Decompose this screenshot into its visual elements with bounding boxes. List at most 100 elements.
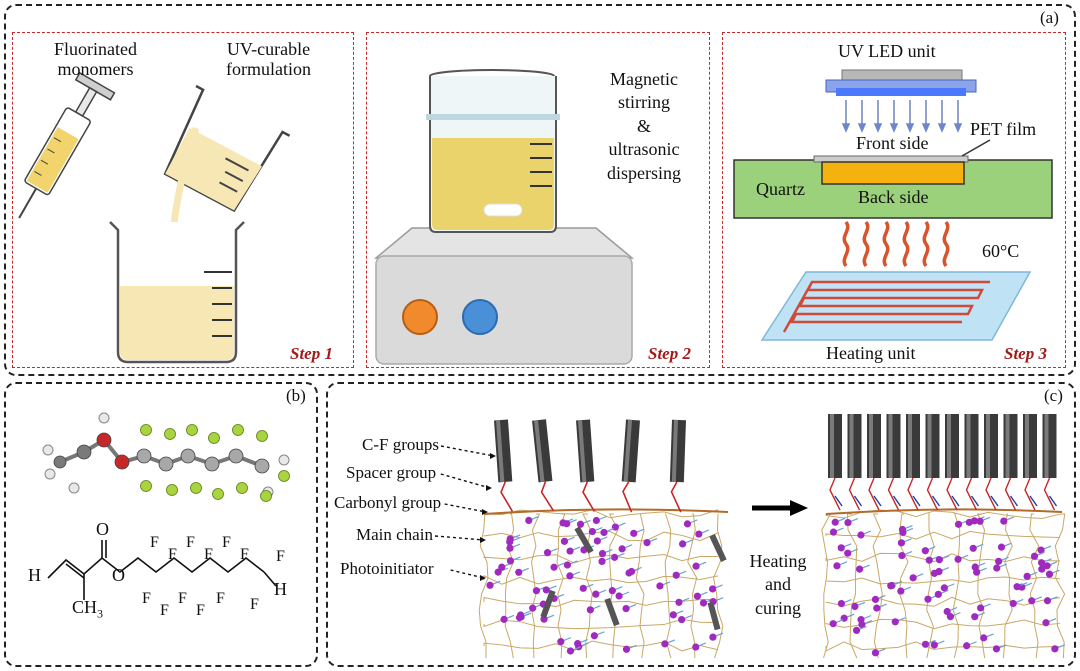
heat-wave	[862, 220, 870, 268]
photoinitiator-dot	[622, 645, 631, 653]
photoinitiator-dot	[563, 561, 572, 569]
temperature-label: 60°C	[982, 241, 1020, 261]
cf-rod	[669, 419, 686, 513]
leader-line	[434, 535, 485, 541]
atom	[53, 455, 67, 469]
fluorine-atom	[260, 490, 272, 502]
panel-c-label: Photoinitiator	[340, 559, 434, 578]
crosslink-strand	[926, 513, 935, 659]
panel-c-tag: (c)	[1044, 386, 1063, 405]
cf-rod-aligned	[1023, 414, 1038, 511]
main-chain-strand	[825, 552, 1061, 563]
photoinitiator-dot	[897, 539, 906, 547]
photoinitiator-dot	[924, 595, 932, 603]
photoinitiator-dot	[494, 568, 502, 576]
photoinitiator-dot	[486, 581, 494, 589]
atom	[254, 458, 270, 474]
photoinitiator-dot	[997, 543, 1006, 551]
photoinitiator-dot	[672, 571, 680, 579]
cf-rod	[532, 419, 555, 512]
leader-line	[440, 473, 491, 489]
photoinitiator-dot	[909, 574, 917, 582]
cf-rod-aligned	[984, 414, 999, 511]
photoinitiator-dot	[516, 611, 525, 619]
photoinitiator-dot	[871, 649, 880, 657]
photoinitiator-dot	[692, 643, 700, 651]
sample	[821, 161, 965, 185]
heating-curing-label: Heating and curing	[749, 551, 807, 618]
photoinitiator-dot	[980, 634, 988, 642]
photoinitiator-dot	[683, 520, 692, 528]
photoinitiator-dot	[831, 518, 839, 526]
photoinitiator-dot	[1051, 645, 1059, 653]
fluorine-atom	[232, 424, 244, 436]
crosslink-strand	[687, 513, 698, 659]
photoinitiator-dot	[598, 557, 606, 565]
main-chain-strand	[825, 530, 1061, 540]
cf-rod-aligned	[886, 414, 902, 511]
photoinitiator-dot	[630, 529, 638, 537]
photoinitiator-dot	[852, 626, 861, 635]
photoinitiator-dot	[1037, 546, 1045, 554]
photoinitiator-dot	[1045, 570, 1054, 578]
crosslink-strand	[1029, 513, 1040, 659]
photoinitiator-dot	[921, 640, 930, 648]
photoinitiator-dot	[574, 640, 582, 648]
leader-arrowhead	[480, 537, 486, 543]
photoinitiator-dot	[679, 540, 687, 548]
fluorine-atom	[212, 488, 224, 500]
crosslink-strand	[899, 513, 909, 659]
fluorine-atom	[190, 482, 202, 494]
photoinitiator-dot	[943, 607, 951, 616]
photoinitiator-dot	[592, 516, 600, 525]
fluorine-atom	[140, 480, 152, 492]
panel-c-label: Spacer group	[346, 463, 437, 482]
formula-fluorine: F	[160, 602, 169, 619]
photoinitiator-dot	[1043, 597, 1052, 605]
blue-knob-icon	[462, 299, 498, 335]
panel-b	[4, 382, 318, 667]
stir-bar-icon	[483, 203, 523, 217]
formula-fluorine: F	[168, 546, 177, 563]
formula-fluorine: F	[196, 602, 205, 619]
crosslink-strand	[664, 513, 672, 659]
cf-rod-aligned	[1003, 414, 1019, 511]
leader-arrowhead	[480, 575, 486, 581]
photoinitiator-dot	[871, 595, 880, 604]
step3-tag: Step 3	[1004, 344, 1047, 363]
formula-o-mid: O	[112, 565, 125, 585]
formula-fluorine: F	[216, 590, 225, 607]
uv-curable-label: UV-curable formulation	[226, 39, 311, 79]
main-chain-strand	[825, 618, 1061, 630]
uv-ray	[921, 100, 931, 133]
photoinitiator-dot	[709, 585, 717, 593]
photoinitiator-dot	[935, 567, 943, 576]
photoinitiator-dot	[608, 587, 616, 595]
photoinitiator-dot	[586, 606, 594, 614]
uv-led-unit-label: UV LED unit	[838, 41, 936, 61]
photoinitiator-dot	[560, 537, 569, 545]
step1-box	[12, 32, 354, 368]
heating-unit-label: Heating unit	[826, 343, 916, 363]
photoinitiator-dot	[851, 602, 859, 611]
crosslink-strand	[821, 513, 832, 659]
photoinitiator-dot	[833, 562, 841, 570]
step2-box	[366, 32, 710, 368]
cf-rod	[494, 419, 514, 512]
photoinitiator-dot	[669, 611, 677, 619]
backbone-line	[483, 508, 729, 515]
photoinitiator-dot	[550, 563, 558, 571]
embedded-cf-rod	[540, 589, 556, 619]
photoinitiator-dot	[1028, 597, 1036, 605]
uv-light-rays	[841, 100, 963, 133]
formula-fluorine: F	[186, 534, 195, 551]
photoinitiator-dot	[557, 638, 565, 646]
stirring-label: Magnetic stirring & ultrasonic dispersin…	[607, 69, 681, 183]
photoinitiator-dot	[506, 557, 515, 565]
photoinitiator-dot	[844, 518, 852, 527]
photoinitiator-dot	[898, 525, 907, 534]
